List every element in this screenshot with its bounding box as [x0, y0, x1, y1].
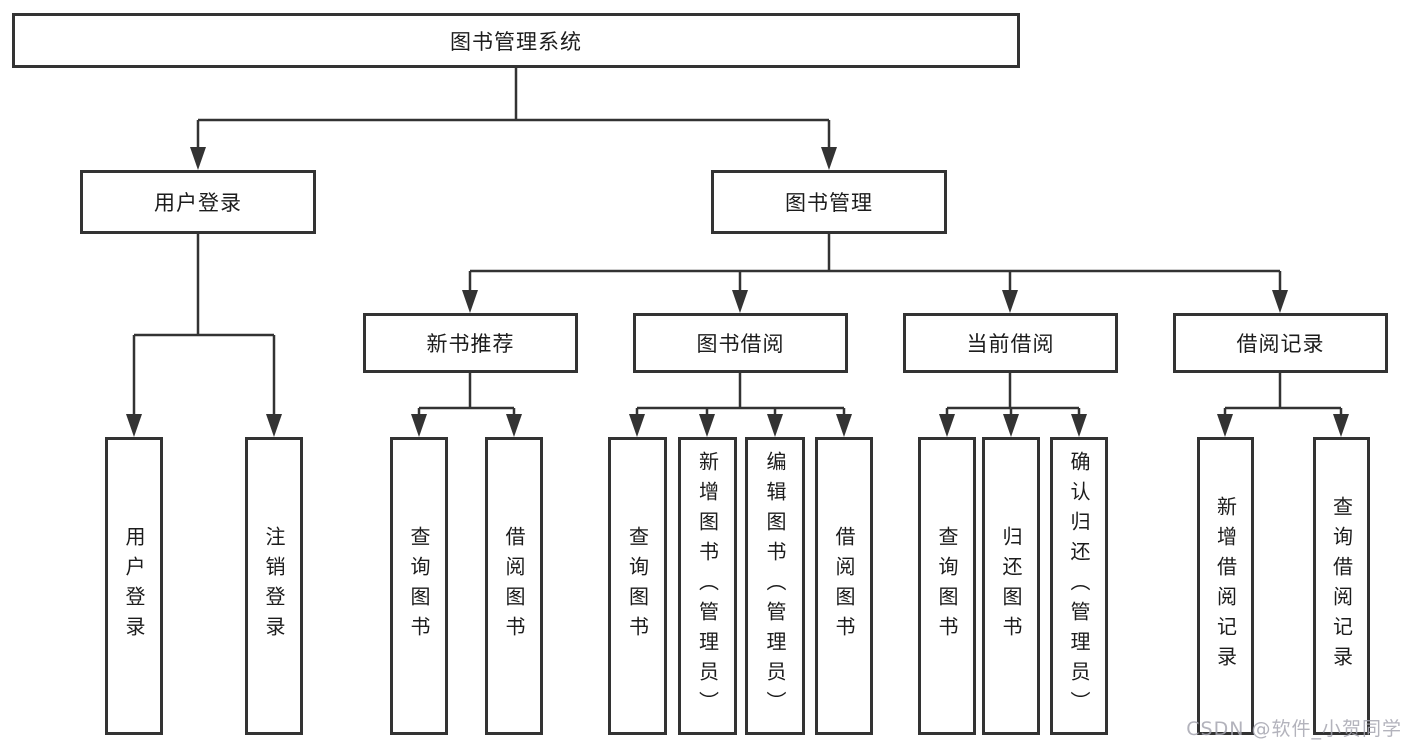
node-borrow-book-label: 借阅图书 [832, 526, 856, 646]
node-edit-book-admin-label: 编辑图书（管理员） [763, 451, 787, 721]
node-query-borrow-record-label: 查询借阅记录 [1329, 496, 1354, 676]
node-borrow-book-recommend-label: 借阅图书 [502, 526, 526, 646]
node-user-login: 用户登录 [80, 170, 316, 234]
node-add-borrow-record: 新增借阅记录 [1197, 437, 1254, 735]
node-borrow-records-label: 借阅记录 [1236, 332, 1325, 356]
node-borrow-records: 借阅记录 [1173, 313, 1388, 373]
node-logout-action-label: 注销登录 [262, 526, 286, 646]
node-library-system-label: 图书管理系统 [450, 29, 582, 54]
node-query-borrow-record: 查询借阅记录 [1313, 437, 1370, 735]
csdn-watermark: CSDN @软件_小贺同学 [1186, 718, 1402, 740]
node-logout-action: 注销登录 [245, 437, 303, 735]
node-current-borrowing-label: 当前借阅 [966, 332, 1055, 356]
node-return-book: 归还图书 [982, 437, 1040, 735]
node-query-book-recommend: 查询图书 [390, 437, 448, 735]
node-edit-book-admin: 编辑图书（管理员） [745, 437, 805, 735]
node-user-login-label: 用户登录 [154, 191, 242, 215]
node-add-book-admin-label: 新增图书（管理员） [695, 451, 720, 721]
node-current-borrowing: 当前借阅 [903, 313, 1118, 373]
node-new-book-recommend: 新书推荐 [363, 313, 578, 373]
node-new-book-recommend-label: 新书推荐 [426, 332, 515, 356]
node-login-action-label: 用户登录 [122, 526, 146, 646]
node-add-borrow-record-label: 新增借阅记录 [1213, 496, 1238, 676]
node-query-current-borrowing: 查询图书 [918, 437, 976, 735]
node-book-borrowing: 图书借阅 [633, 313, 848, 373]
node-book-borrowing-label: 图书借阅 [696, 332, 785, 356]
node-login-action: 用户登录 [105, 437, 163, 735]
node-library-system: 图书管理系统 [12, 13, 1020, 68]
node-confirm-return-admin-label: 确认归还（管理员） [1067, 451, 1091, 721]
node-return-book-label: 归还图书 [999, 526, 1023, 646]
node-book-management-label: 图书管理 [785, 191, 873, 215]
node-add-book-admin: 新增图书（管理员） [678, 437, 737, 735]
node-book-management: 图书管理 [711, 170, 947, 234]
node-confirm-return-admin: 确认归还（管理员） [1050, 437, 1108, 735]
node-query-book-borrowing: 查询图书 [608, 437, 667, 735]
node-query-current-borrowing-label: 查询图书 [935, 526, 959, 646]
node-borrow-book-recommend: 借阅图书 [485, 437, 543, 735]
node-query-book-borrowing-label: 查询图书 [625, 526, 650, 646]
node-borrow-book: 借阅图书 [815, 437, 873, 735]
node-query-book-recommend-label: 查询图书 [407, 526, 431, 646]
